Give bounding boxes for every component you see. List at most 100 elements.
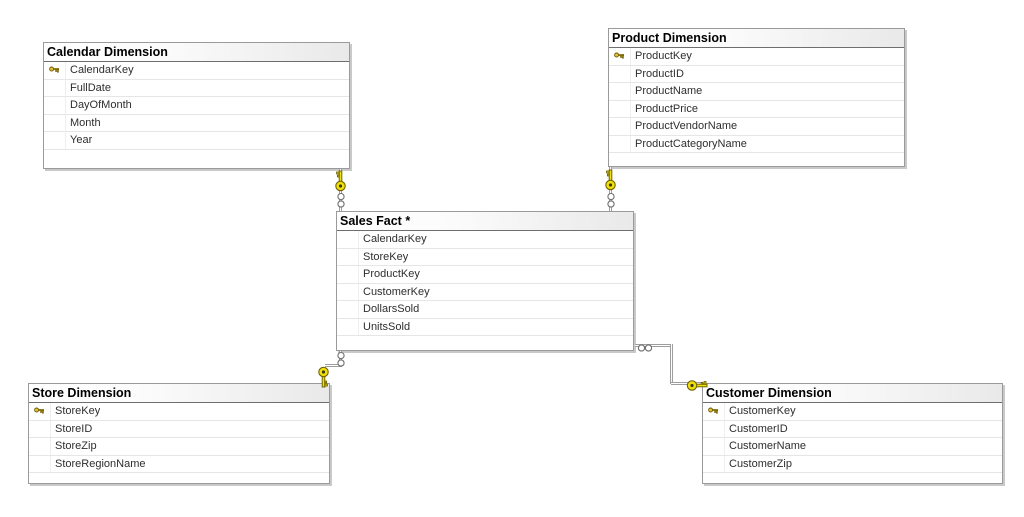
column-name: ProductVendorName [635, 120, 738, 132]
column-name: CalendarKey [70, 64, 134, 76]
column-row[interactable]: CustomerKey [703, 403, 1002, 421]
relationship-line[interactable] [671, 382, 702, 385]
row-gutter [44, 114, 66, 131]
column-row[interactable]: ProductCategoryName [609, 135, 904, 153]
column-name: CustomerKey [363, 285, 430, 298]
table-customer-dimension[interactable]: Customer Dimension CustomerKey CustomerI… [702, 383, 1003, 484]
column-row[interactable]: StoreRegionName [29, 455, 329, 473]
relationship-line[interactable] [635, 344, 672, 347]
column-name: CalendarKey [363, 233, 427, 245]
column-name: CustomerName [729, 440, 807, 452]
column-name: StoreRegionName [55, 457, 146, 470]
table-title[interactable]: Sales Fact * [337, 212, 633, 231]
row-gutter [337, 283, 359, 300]
relationship-line[interactable] [325, 364, 342, 367]
table-calendar-dimension[interactable]: Calendar Dimension CalendarKey FullDate … [43, 42, 350, 169]
column-row[interactable]: UnitsSold [337, 318, 633, 336]
column-name: ProductPrice [635, 102, 698, 115]
column-row[interactable]: ProductKey [337, 266, 633, 284]
table-title[interactable]: Store Dimension [29, 384, 329, 403]
column-name: ProductName [635, 85, 703, 97]
column-name: ProductKey [635, 50, 692, 62]
one-end-key-icon [318, 366, 329, 388]
column-row[interactable]: CalendarKey [337, 231, 633, 249]
column-name: StoreID [55, 422, 93, 435]
column-row[interactable]: DayOfMonth [44, 97, 349, 115]
column-row[interactable]: StoreKey [337, 248, 633, 266]
column-name: DollarsSold [363, 303, 420, 315]
one-end-key [317, 361, 330, 388]
table-product-dimension[interactable]: Product Dimension ProductKey ProductID P… [608, 28, 905, 167]
row-gutter [337, 231, 359, 248]
row-gutter [609, 65, 631, 82]
column-row[interactable]: CalendarKey [44, 62, 349, 80]
row-gutter [609, 100, 631, 117]
row-gutter [703, 455, 725, 472]
row-gutter [337, 266, 359, 283]
row-gutter [44, 62, 66, 79]
column-name: UnitsSold [363, 320, 411, 333]
many-end-infinity-icon [607, 192, 615, 208]
column-row[interactable]: CustomerID [703, 420, 1002, 438]
primary-key-icon [708, 407, 718, 414]
one-end-key-icon [335, 170, 346, 192]
row-gutter [29, 420, 51, 437]
row-gutter [44, 79, 66, 96]
column-row[interactable]: StoreID [29, 420, 329, 438]
many-end-infinity [606, 192, 616, 214]
table-store-dimension[interactable]: Store Dimension StoreKey StoreID StoreZi… [28, 383, 330, 484]
one-end-key-icon [686, 380, 708, 391]
row-gutter [703, 438, 725, 455]
column-name: Year [70, 134, 93, 146]
table-title[interactable]: Calendar Dimension [44, 43, 349, 62]
table-sales-fact[interactable]: Sales Fact * CalendarKey StoreKey Produc… [336, 211, 634, 351]
column-row[interactable]: CustomerName [703, 438, 1002, 456]
one-end-key [604, 169, 617, 196]
row-gutter [337, 301, 359, 318]
column-row[interactable]: ProductName [609, 83, 904, 101]
many-end-infinity-icon [637, 344, 653, 352]
many-end-infinity [336, 351, 346, 373]
table-title[interactable]: Customer Dimension [703, 384, 1002, 403]
column-name: CustomerKey [729, 405, 796, 417]
table-title[interactable]: Product Dimension [609, 29, 904, 48]
row-gutter [609, 83, 631, 100]
column-row[interactable]: Year [44, 132, 349, 150]
one-end-key [681, 379, 708, 392]
column-name: DayOfMonth [70, 99, 132, 111]
column-name: FullDate [70, 81, 111, 94]
column-row[interactable]: ProductPrice [609, 100, 904, 118]
column-row[interactable]: Month [44, 114, 349, 132]
many-end-infinity [336, 192, 346, 214]
column-row[interactable]: StoreKey [29, 403, 329, 421]
column-row[interactable]: CustomerZip [703, 455, 1002, 473]
many-end-infinity-icon [337, 192, 345, 208]
row-gutter [29, 403, 51, 420]
primary-key-icon [34, 407, 44, 414]
row-gutter [609, 118, 631, 135]
column-name: StoreZip [55, 440, 97, 452]
column-row[interactable]: ProductVendorName [609, 118, 904, 136]
column-row[interactable]: FullDate [44, 79, 349, 97]
column-row[interactable]: StoreZip [29, 438, 329, 456]
many-end-infinity [637, 340, 653, 358]
primary-key-icon [49, 66, 59, 73]
row-gutter [703, 420, 725, 437]
row-gutter [337, 318, 359, 335]
one-end-key-icon [605, 169, 616, 191]
primary-key-icon [614, 52, 624, 59]
column-row[interactable]: DollarsSold [337, 301, 633, 319]
relationship-line[interactable] [670, 344, 673, 384]
row-gutter [44, 97, 66, 114]
one-end-key [334, 170, 347, 197]
column-row[interactable]: ProductKey [609, 48, 904, 66]
row-gutter [609, 48, 631, 65]
column-row[interactable]: ProductID [609, 65, 904, 83]
column-row[interactable]: CustomerKey [337, 283, 633, 301]
row-gutter [703, 403, 725, 420]
column-name: StoreKey [363, 250, 409, 263]
column-name: CustomerZip [729, 457, 792, 470]
column-name: CustomerID [729, 422, 788, 435]
many-end-infinity-icon [337, 351, 345, 367]
